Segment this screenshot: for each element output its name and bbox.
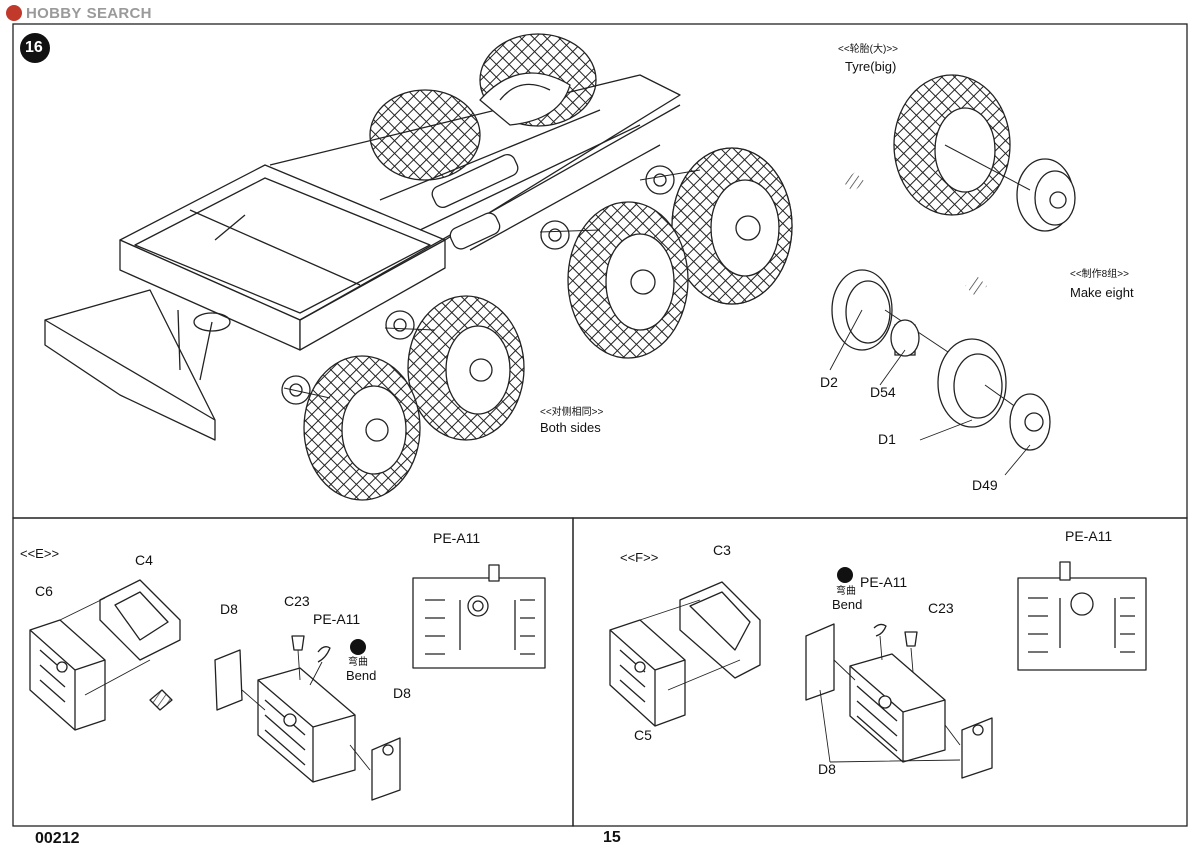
part-pe-a11: PE-A11	[860, 574, 908, 590]
part-c23: C23	[284, 593, 310, 609]
bend-icon	[837, 567, 853, 583]
make-eight-label-en: Make eight	[1070, 285, 1134, 300]
truck-chassis-drawing	[44, 33, 793, 501]
part-d8: D8	[818, 761, 836, 777]
part-d2: D2	[820, 374, 838, 390]
watermark-header: HOBBY SEARCH	[0, 0, 152, 26]
part-c6: C6	[35, 583, 53, 599]
tyre-label-en: Tyre(big)	[845, 59, 897, 74]
panel-f-drawing	[609, 561, 1147, 779]
bend-label-cn: 弯曲	[348, 657, 368, 668]
bend-label-en: Bend	[832, 597, 863, 612]
bend-label-cn: 弯曲	[836, 586, 856, 597]
part-pe-a11-detail: PE-A11	[433, 530, 481, 546]
part-pe-a11: PE-A11	[313, 611, 361, 627]
assembly-arrows	[283, 169, 701, 399]
brand-suffix: SEARCH	[86, 4, 152, 22]
hatch-mark	[843, 172, 865, 192]
brand-logo-icon	[6, 5, 22, 21]
hatch-mark	[965, 276, 987, 296]
panel-e-title: <<E>>	[20, 546, 60, 561]
make-eight-label-cn: <<制作8组>>	[1070, 269, 1129, 280]
panel-f-title: <<F>>	[620, 550, 659, 565]
panel-e-drawing	[29, 564, 546, 801]
part-pe-a11-detail: PE-A11	[1065, 528, 1113, 544]
tyre-label-cn: <<轮胎(大)>>	[838, 44, 899, 55]
step-number: 16	[25, 39, 43, 56]
panel-f-frame	[572, 517, 1188, 827]
part-c4: C4	[135, 552, 153, 568]
part-c5: C5	[634, 727, 652, 743]
brand-name: HOBBY	[26, 4, 82, 22]
part-d1: D1	[878, 431, 896, 447]
both-sides-label-en: Both sides	[540, 420, 601, 435]
part-d49: D49	[972, 477, 998, 493]
part-c23: C23	[928, 600, 954, 616]
step-badge	[20, 33, 50, 63]
part-d8-left: D8	[220, 601, 238, 617]
page-number: 15	[603, 829, 621, 846]
both-sides-label-cn: <<对侧相同>>	[540, 407, 604, 418]
tyre-exploded-drawing	[893, 74, 1076, 232]
part-d54: D54	[870, 384, 896, 400]
product-code: 00212	[35, 830, 80, 847]
part-c3: C3	[713, 542, 731, 558]
bend-label-en: Bend	[346, 668, 377, 683]
wheel-parts-drawing	[829, 269, 1051, 476]
part-d8-right: D8	[393, 685, 411, 701]
bend-icon	[350, 639, 366, 655]
